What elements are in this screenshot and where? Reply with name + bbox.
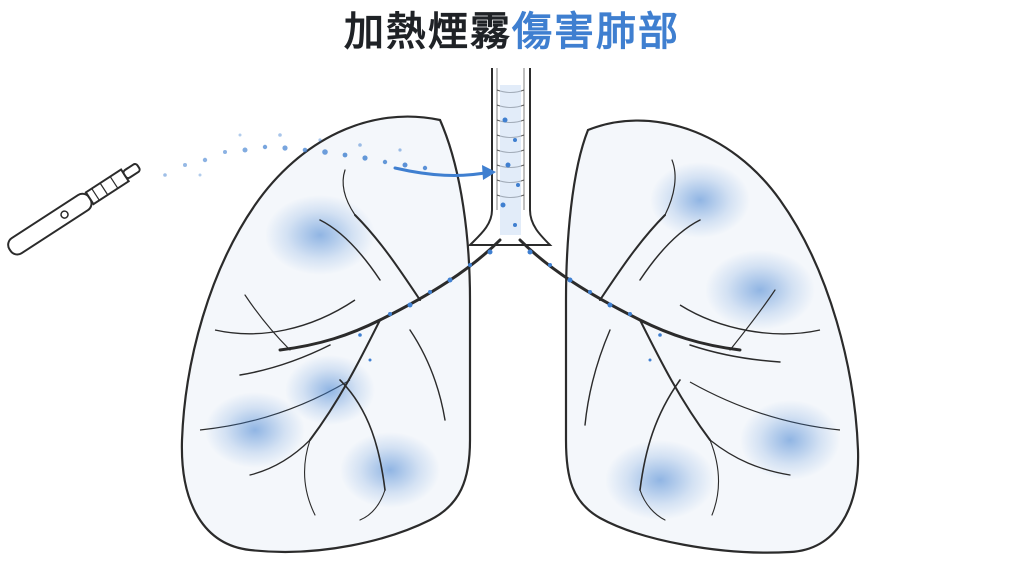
title-part-1: 加熱煙霧 [344,9,512,55]
bronchial-tree [239,159,791,521]
page-title: 加熱煙霧傷害肺部 [0,4,1024,60]
vape-pen-icon [7,163,141,256]
inhaled-mist [163,133,428,177]
aerosol-particles-airway [358,117,662,362]
trachea [467,68,553,246]
inhale-arrow-icon [393,166,492,177]
title-part-2: 傷害肺部 [512,9,680,55]
